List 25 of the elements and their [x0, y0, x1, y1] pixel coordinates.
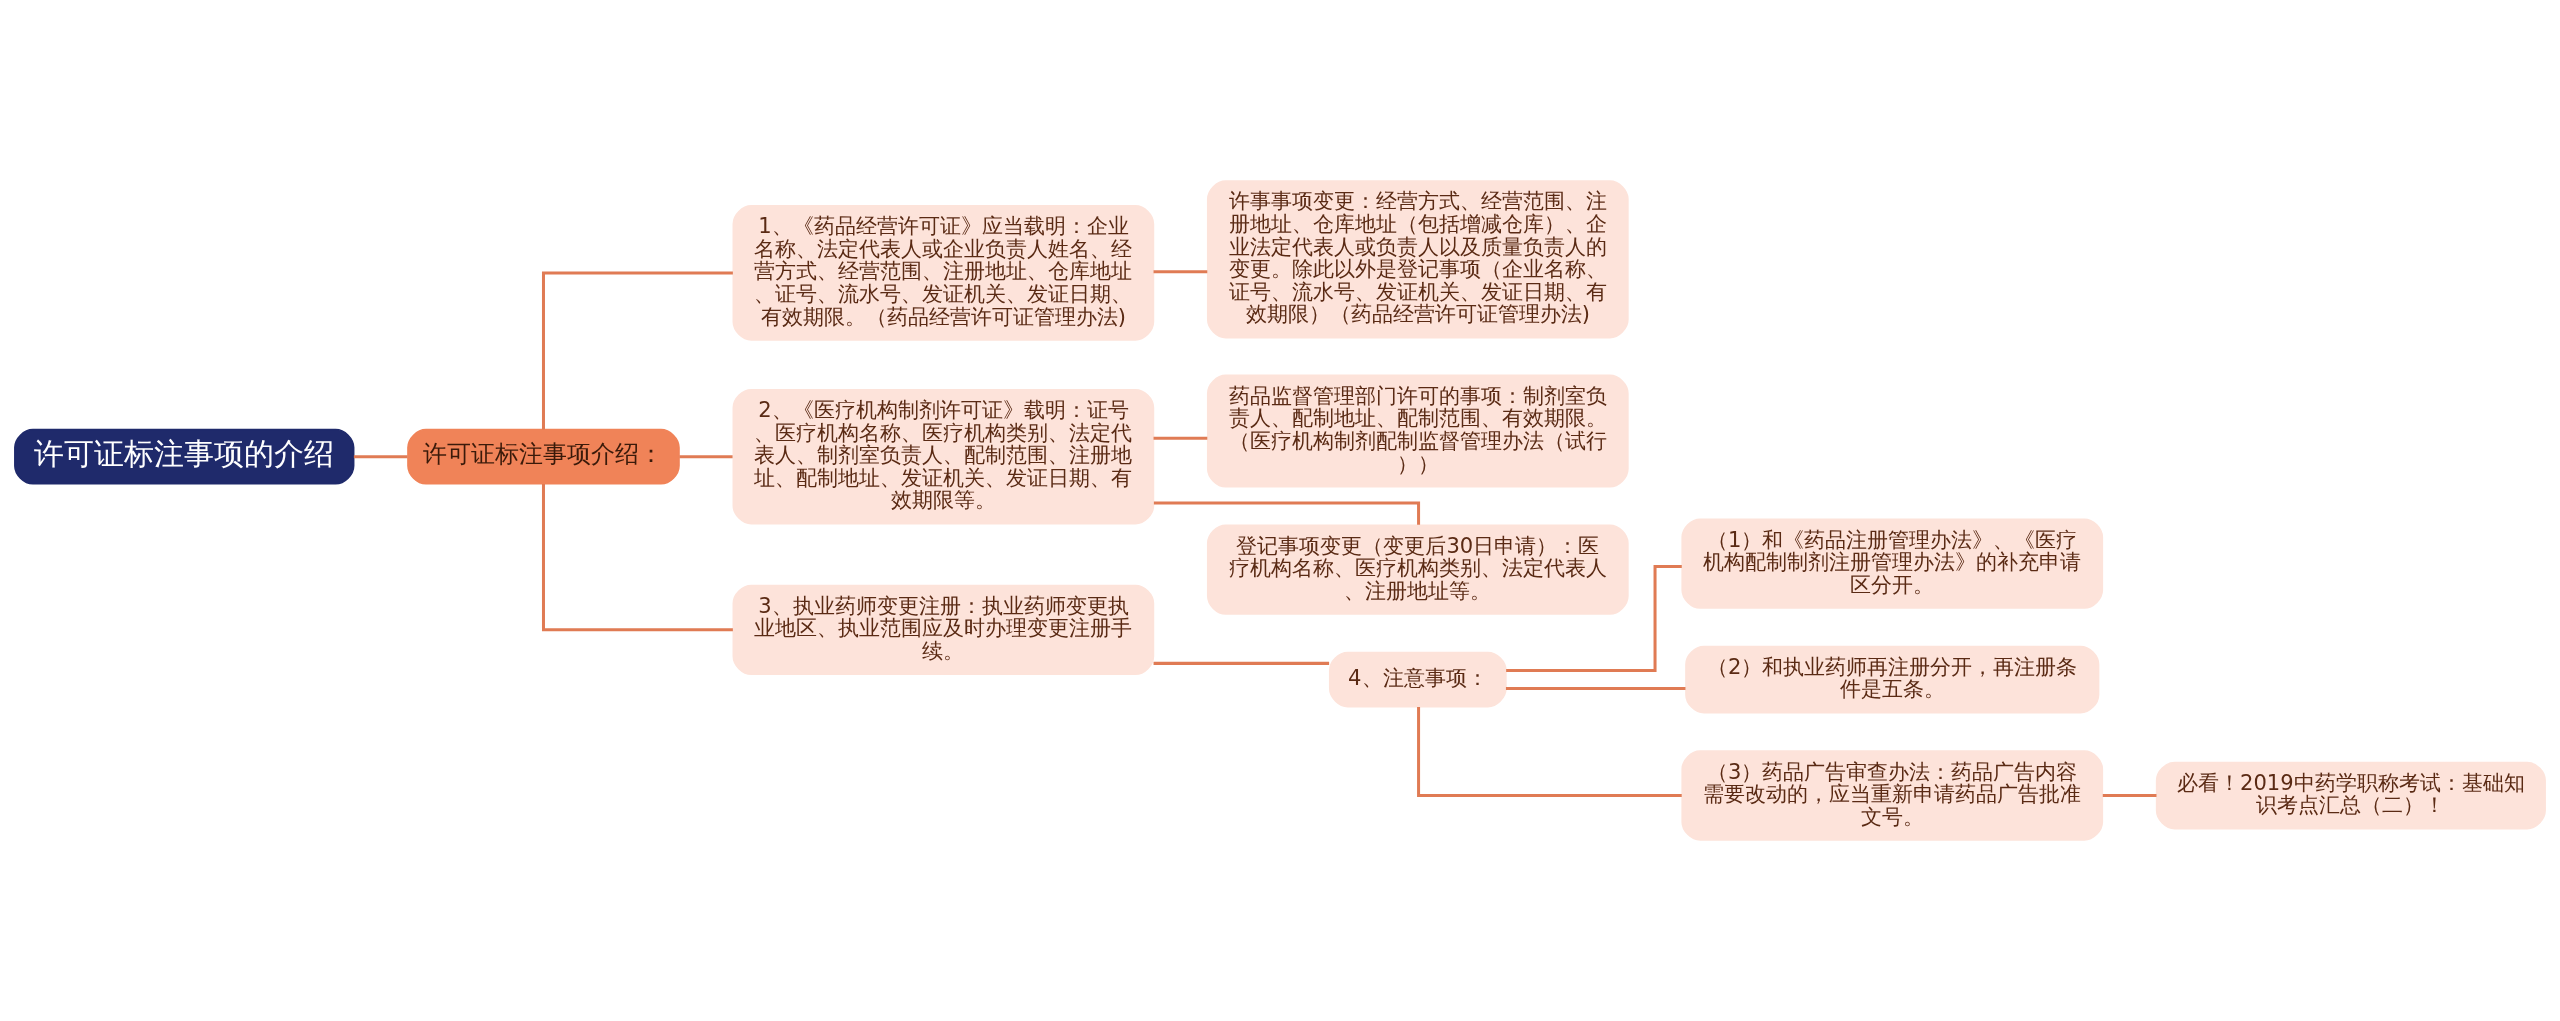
connector	[1417, 707, 1682, 798]
connector	[541, 484, 733, 632]
node-box: 许可证标注事项的介绍	[14, 428, 355, 485]
node-box: 3、执业药师变更注册：执业药师变更执业地区、执业范围应及时办理变更注册手续。	[732, 584, 1155, 676]
node-box: 必看！2019中药学职称考试：基础知识考点汇总（二）！	[2155, 761, 2546, 830]
node-box: 许可证标注事项介绍：	[407, 428, 680, 485]
connector	[2102, 794, 2157, 798]
node-box: 药品监督管理部门许可的事项：制剂室负责人、配制地址、配制范围、有效期限。（医疗机构制剂配制监督管理办法（试行））	[1206, 374, 1629, 488]
node-box: （1）和《药品注册管理办法》、《医疗机构配制制剂注册管理办法》的补充申请区分开。	[1681, 518, 2104, 609]
node-box: （3）药品广告审查办法：药品广告内容需要改动的，应当重新申请药品广告批准文号。	[1681, 750, 2104, 841]
connector	[1506, 565, 1682, 673]
node-box: （2）和执业药师再注册分开，再注册条件是五条。	[1685, 645, 2100, 714]
node-box: 登记事项变更（变更后30日申请）：医疗机构名称、医疗机构类别、法定代表人、注册地址等。	[1206, 524, 1629, 615]
node-box: 2、《医疗机构制剂许可证》载明：证号、医疗机构名称、医疗机构类别、法定代表人、制剂室负责人、配制范围、注册地址、配制地址、发证机关、发证日期、有效期限等。	[732, 388, 1155, 525]
connector	[1505, 687, 1686, 691]
connector	[1153, 501, 1421, 525]
connector	[353, 455, 408, 459]
node-box: 1、《药品经营许可证》应当载明：企业名称、法定代表人或企业负责人姓名、经营方式、经营范围、注册地址、仓库地址、证号、流水号、发证机关、发证日期、有效期限。（药品经营许可证管理办法)	[732, 205, 1155, 341]
connector	[679, 455, 733, 459]
node-box: 许事事项变更：经营方式、经营范围、注册地址、仓库地址（包括增减仓库）、企业法定代表人或负责人以及质量负责人的变更。除此以外是登记事项（企业名称、证号、流水号、发证机关、发证日期、有效期限）（药品经营许可证管理办法)	[1206, 180, 1629, 339]
connector	[541, 271, 733, 430]
connector	[1153, 661, 1330, 665]
connector	[1153, 436, 1208, 440]
node-box: 4、注意事项：	[1328, 651, 1507, 708]
connector	[1153, 270, 1208, 274]
